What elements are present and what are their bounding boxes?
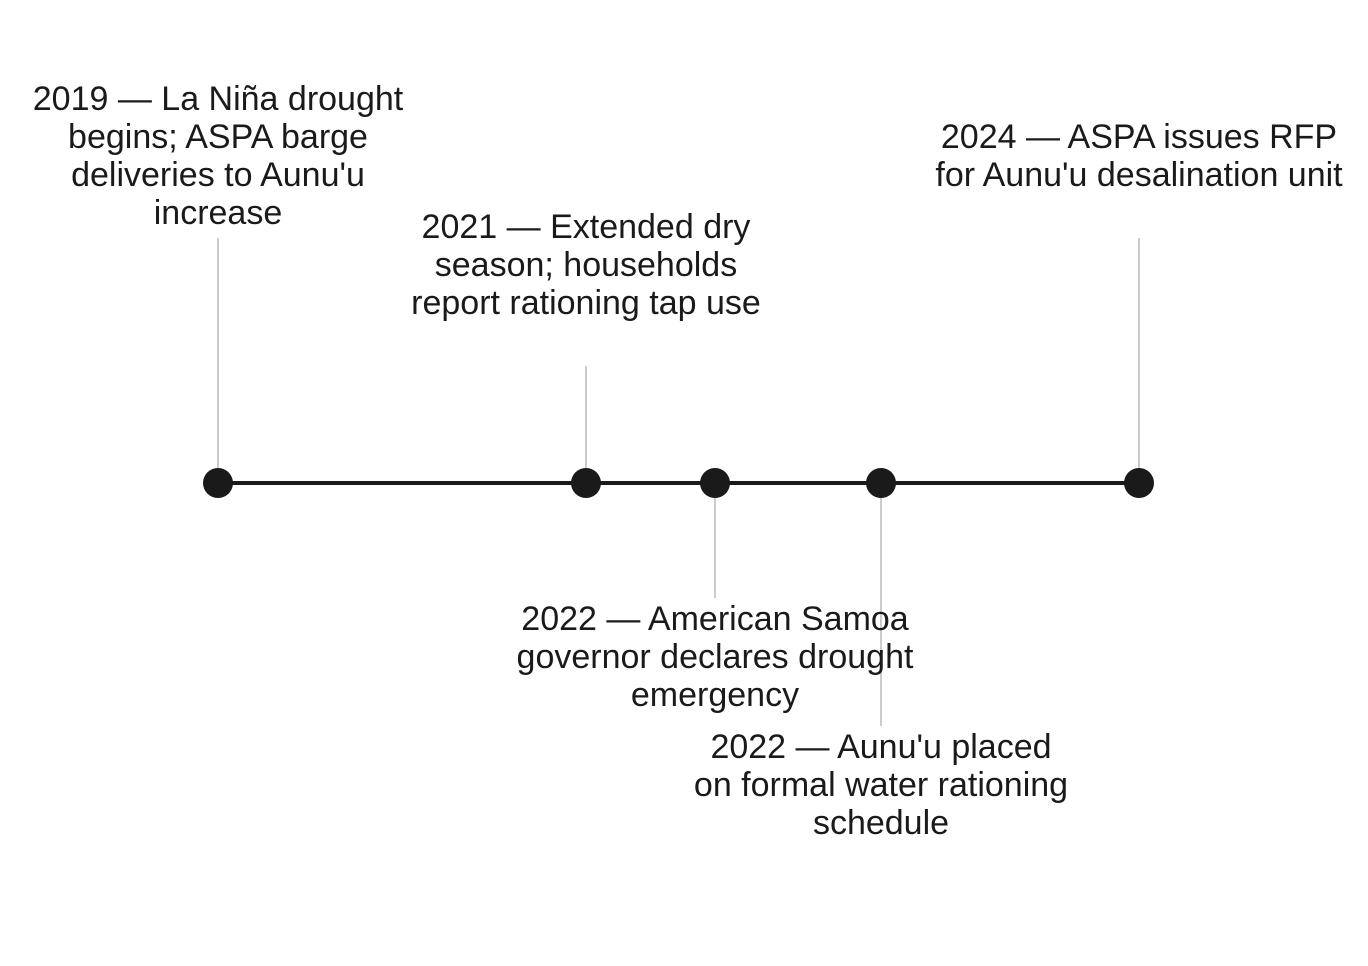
event-label-2019-drought: 2019 — La Niña drought begins; ASPA barg… <box>32 80 404 232</box>
event-marker <box>1124 468 1154 498</box>
event-marker <box>203 468 233 498</box>
event-label-2021-dry-season: 2021 — Extended dry season; households r… <box>411 208 761 322</box>
event-marker <box>866 468 896 498</box>
event-marker <box>571 468 601 498</box>
event-label-2022-rationing: 2022 — Aunu'u placed on formal water rat… <box>693 728 1069 842</box>
event-label-2022-emergency: 2022 — American Samoa governor declares … <box>516 600 914 714</box>
event-label-2024-rfp: 2024 — ASPA issues RFP for Aunu'u desali… <box>935 118 1343 194</box>
event-marker <box>700 468 730 498</box>
